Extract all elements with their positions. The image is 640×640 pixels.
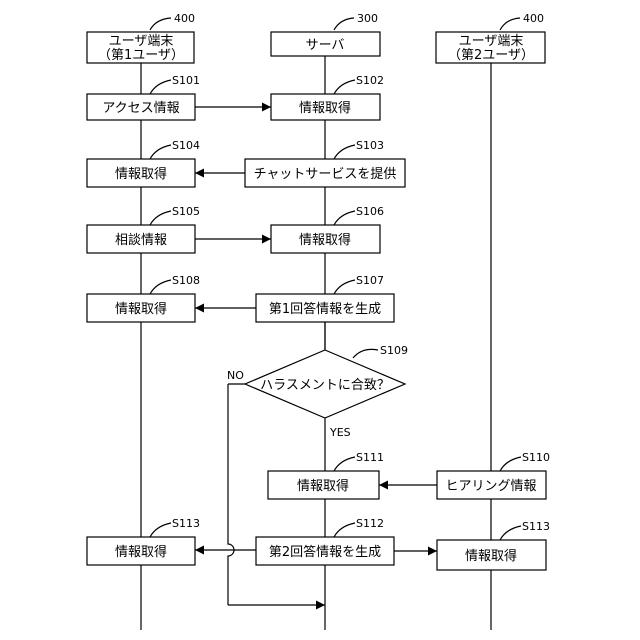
- step-label: 情報取得: [465, 548, 517, 564]
- ref-server: 300: [334, 12, 378, 30]
- step-label: アクセス情報: [102, 101, 179, 116]
- step-s110: S110 ヒアリング情報: [437, 451, 550, 499]
- step-label: 情報取得: [115, 544, 167, 560]
- header-user2-line2: （第2ユーザ）: [448, 48, 534, 63]
- step-id: S105: [172, 205, 200, 218]
- branch-yes-label: YES: [329, 426, 351, 439]
- header-user1-line2: （第1ユーザ）: [98, 48, 184, 63]
- step-label: 情報取得: [299, 232, 351, 248]
- header-user1: ユーザ端末 （第1ユーザ）: [87, 32, 194, 63]
- step-id: S102: [356, 74, 384, 87]
- header-server: サーバ: [271, 32, 380, 56]
- step-s113-user2: S113 情報取得: [437, 520, 550, 570]
- step-id: S107: [356, 274, 384, 287]
- branch-no-label: NO: [227, 369, 244, 382]
- step-label: 第2回答情報を生成: [269, 544, 381, 560]
- step-s102: S102 情報取得: [271, 74, 384, 120]
- header-user2: ユーザ端末 （第2ユーザ）: [436, 32, 545, 63]
- step-s104: S104 情報取得: [87, 139, 200, 187]
- step-label: 情報取得: [115, 166, 167, 182]
- svg-text:400: 400: [523, 12, 544, 25]
- step-id: S108: [172, 274, 200, 287]
- step-label: 情報取得: [297, 478, 349, 494]
- step-label: 第1回答情報を生成: [269, 301, 381, 317]
- svg-text:400: 400: [174, 12, 195, 25]
- step-id: S113: [172, 517, 200, 530]
- header-server-label: サーバ: [306, 38, 345, 53]
- step-id: S110: [522, 451, 550, 464]
- step-s101: S101 アクセス情報: [87, 74, 200, 120]
- step-s113-user1: S113 情報取得: [87, 517, 200, 565]
- svg-text:300: 300: [357, 12, 378, 25]
- decision-label: ハラスメントに合致？: [260, 378, 390, 393]
- step-id: S112: [356, 517, 384, 530]
- ref-user2: 400: [500, 12, 544, 30]
- step-label: 情報取得: [299, 100, 351, 116]
- step-s105: S105 相談情報: [87, 205, 200, 253]
- step-id: S104: [172, 139, 200, 152]
- header-user1-line1: ユーザ端末: [109, 34, 174, 49]
- step-label: チャットサービスを提供: [254, 166, 397, 182]
- step-label: 相談情報: [115, 232, 167, 248]
- step-s108: S108 情報取得: [87, 274, 200, 322]
- ref-user1: 400: [150, 12, 195, 30]
- step-id: S103: [356, 139, 384, 152]
- step-s111: S111 情報取得: [268, 451, 384, 499]
- step-s106: S106 情報取得: [271, 205, 384, 253]
- header-user2-line1: ユーザ端末: [459, 34, 524, 49]
- step-label: ヒアリング情報: [445, 479, 536, 494]
- step-id: S101: [172, 74, 200, 87]
- step-s109-decision: S109 ハラスメントに合致？: [245, 344, 408, 418]
- step-id: S113: [522, 520, 550, 533]
- no-branch-vertical: [228, 384, 234, 605]
- step-id: S106: [356, 205, 384, 218]
- step-id: S111: [356, 451, 384, 464]
- step-id: S109: [380, 344, 408, 357]
- step-label: 情報取得: [115, 301, 167, 317]
